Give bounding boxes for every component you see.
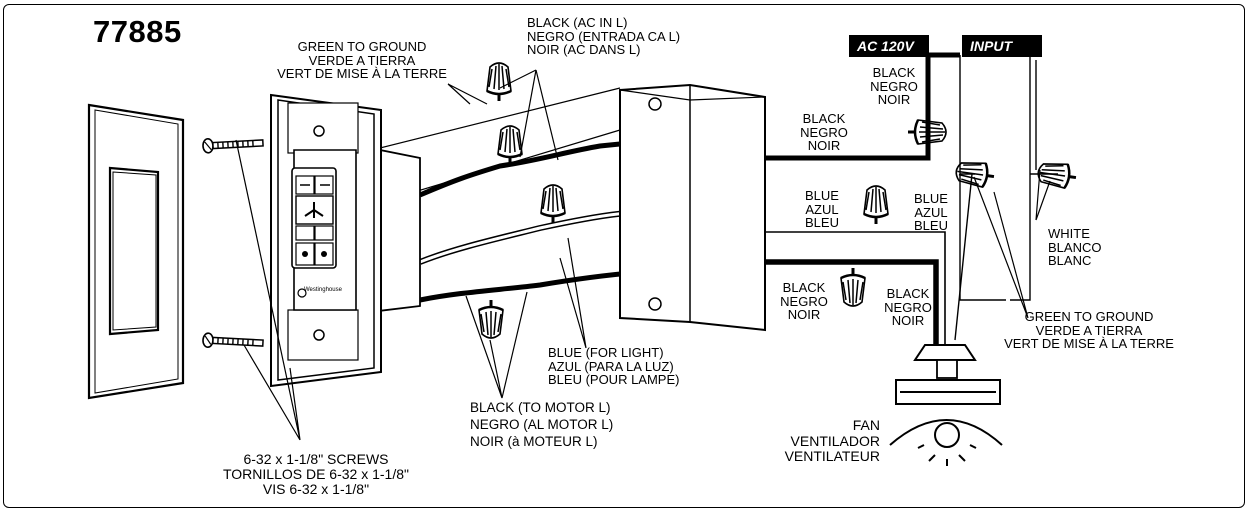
ground-right-fr: VERT DE MISE À LA TERRE — [1004, 336, 1174, 351]
blue-light-fr: BLEU (POUR LAMPE) — [548, 372, 680, 387]
blue-light-es: AZUL (PARA LA LUZ) — [548, 358, 674, 374]
ground-right-en: GREEN TO GROUND — [1024, 309, 1154, 324]
blue-left-es: AZUL — [805, 201, 839, 217]
blue-light-label: BLUE (FOR LIGHT) AZUL (PARA LA LUZ) BLEU… — [548, 346, 679, 387]
white-fr: BLANC — [1048, 253, 1092, 268]
white-en: WHITE — [1048, 226, 1090, 241]
fan-en: FAN — [852, 417, 880, 433]
black-motor-en: BLACK (TO MOTOR L) — [470, 400, 611, 415]
ground-label-right: GREEN TO GROUND VERDE A TIERRA VERT DE M… — [978, 310, 1200, 351]
black-low-left-en: BLACK — [782, 280, 826, 295]
black-ac-in-en: BLACK (AC IN L) — [527, 15, 628, 30]
blue-left-fr: BLEU — [805, 215, 839, 230]
blue-left-en: BLUE — [805, 188, 839, 203]
junction-box — [619, 83, 766, 332]
fan-label: FAN VENTILADOR VENTILATEUR — [758, 417, 880, 465]
black-motor-es: NEGRO (AL MOTOR L) — [470, 417, 614, 432]
blue-right-en: BLUE — [914, 191, 948, 206]
white-es: BLANCO — [1048, 239, 1102, 255]
black-low-right-label: BLACK NEGRO NOIR — [874, 287, 942, 328]
black-low-left-label: BLACK NEGRO NOIR — [770, 281, 838, 322]
black-low-right-en: BLACK — [886, 286, 930, 301]
ground-right-es: VERDE A TIERRA — [1035, 322, 1143, 338]
switch-button-panel — [291, 167, 337, 298]
leader-lines — [235, 69, 1051, 441]
fan-fr: VENTILATEUR — [784, 448, 880, 464]
diagram-border — [3, 4, 1245, 508]
blue-light-en: BLUE (FOR LIGHT) — [548, 345, 664, 360]
black-box-en: BLACK — [802, 111, 846, 126]
black-motor-label: BLACK (TO MOTOR L) NEGRO (AL MOTOR L) NO… — [470, 399, 613, 450]
blue-right-fr: BLEU — [914, 218, 948, 233]
screws-en: 6-32 x 1-1/8" SCREWS — [243, 451, 389, 467]
black-supply-es: NEGRO — [870, 78, 918, 94]
switch-wires — [377, 87, 691, 303]
mounting-screws — [202, 137, 264, 349]
fan-es: VENTILADOR — [790, 432, 880, 449]
ceiling-fan — [889, 344, 1003, 466]
blue-label-left: BLUE AZUL BLEU — [795, 189, 849, 230]
blue-right-es: AZUL — [914, 204, 948, 220]
black-box-fr: NOIR — [807, 138, 841, 153]
black-low-left-fr: NOIR — [787, 307, 821, 322]
black-supply-fr: NOIR — [877, 92, 911, 107]
switch-brand: Westinghouse — [304, 287, 342, 293]
black-supply-en: BLACK — [872, 65, 916, 80]
cover-plate — [87, 103, 185, 400]
screws-label: 6-32 x 1-1/8" SCREWS TORNILLOS DE 6-32 x… — [196, 452, 436, 497]
black-ac-in-fr: NOIR (AC DANS L) — [527, 42, 641, 57]
black-supply-label: BLACK NEGRO NOIR — [860, 66, 928, 107]
black-box-label: BLACK NEGRO NOIR — [790, 112, 858, 153]
black-low-right-fr: NOIR — [891, 313, 925, 328]
ground-left-en: GREEN TO GROUND — [297, 39, 427, 54]
supply-wires — [765, 52, 1058, 350]
ground-left-es: VERDE A TIERRA — [308, 52, 416, 68]
model-number: 77885 — [93, 14, 182, 49]
ground-left-fr: VERT DE MISE À LA TERRE — [277, 66, 447, 81]
black-ac-in-label: BLACK (AC IN L) NEGRO (ENTRADA CA L) NOI… — [527, 16, 680, 57]
ac-supply-tag: AC 120V — [849, 35, 929, 57]
black-low-left-es: NEGRO — [780, 293, 828, 309]
black-low-right-es: NEGRO — [884, 299, 932, 315]
black-motor-fr: NOIR (à MOTEUR L) — [470, 434, 598, 449]
white-label: WHITE BLANCO BLANC — [1048, 227, 1101, 268]
blue-label-right: BLUE AZUL BLEU — [904, 192, 958, 233]
ground-label-left: GREEN TO GROUND VERDE A TIERRA VERT DE M… — [247, 40, 477, 81]
black-box-es: NEGRO — [800, 124, 848, 140]
screws-fr: VIS 6-32 x 1-1/8" — [262, 481, 370, 497]
black-ac-in-es: NEGRO (ENTRADA CA L) — [527, 28, 681, 44]
input-tag: INPUT — [962, 35, 1042, 57]
screws-es: TORNILLOS DE 6-32 x 1-1/8" — [222, 466, 409, 482]
